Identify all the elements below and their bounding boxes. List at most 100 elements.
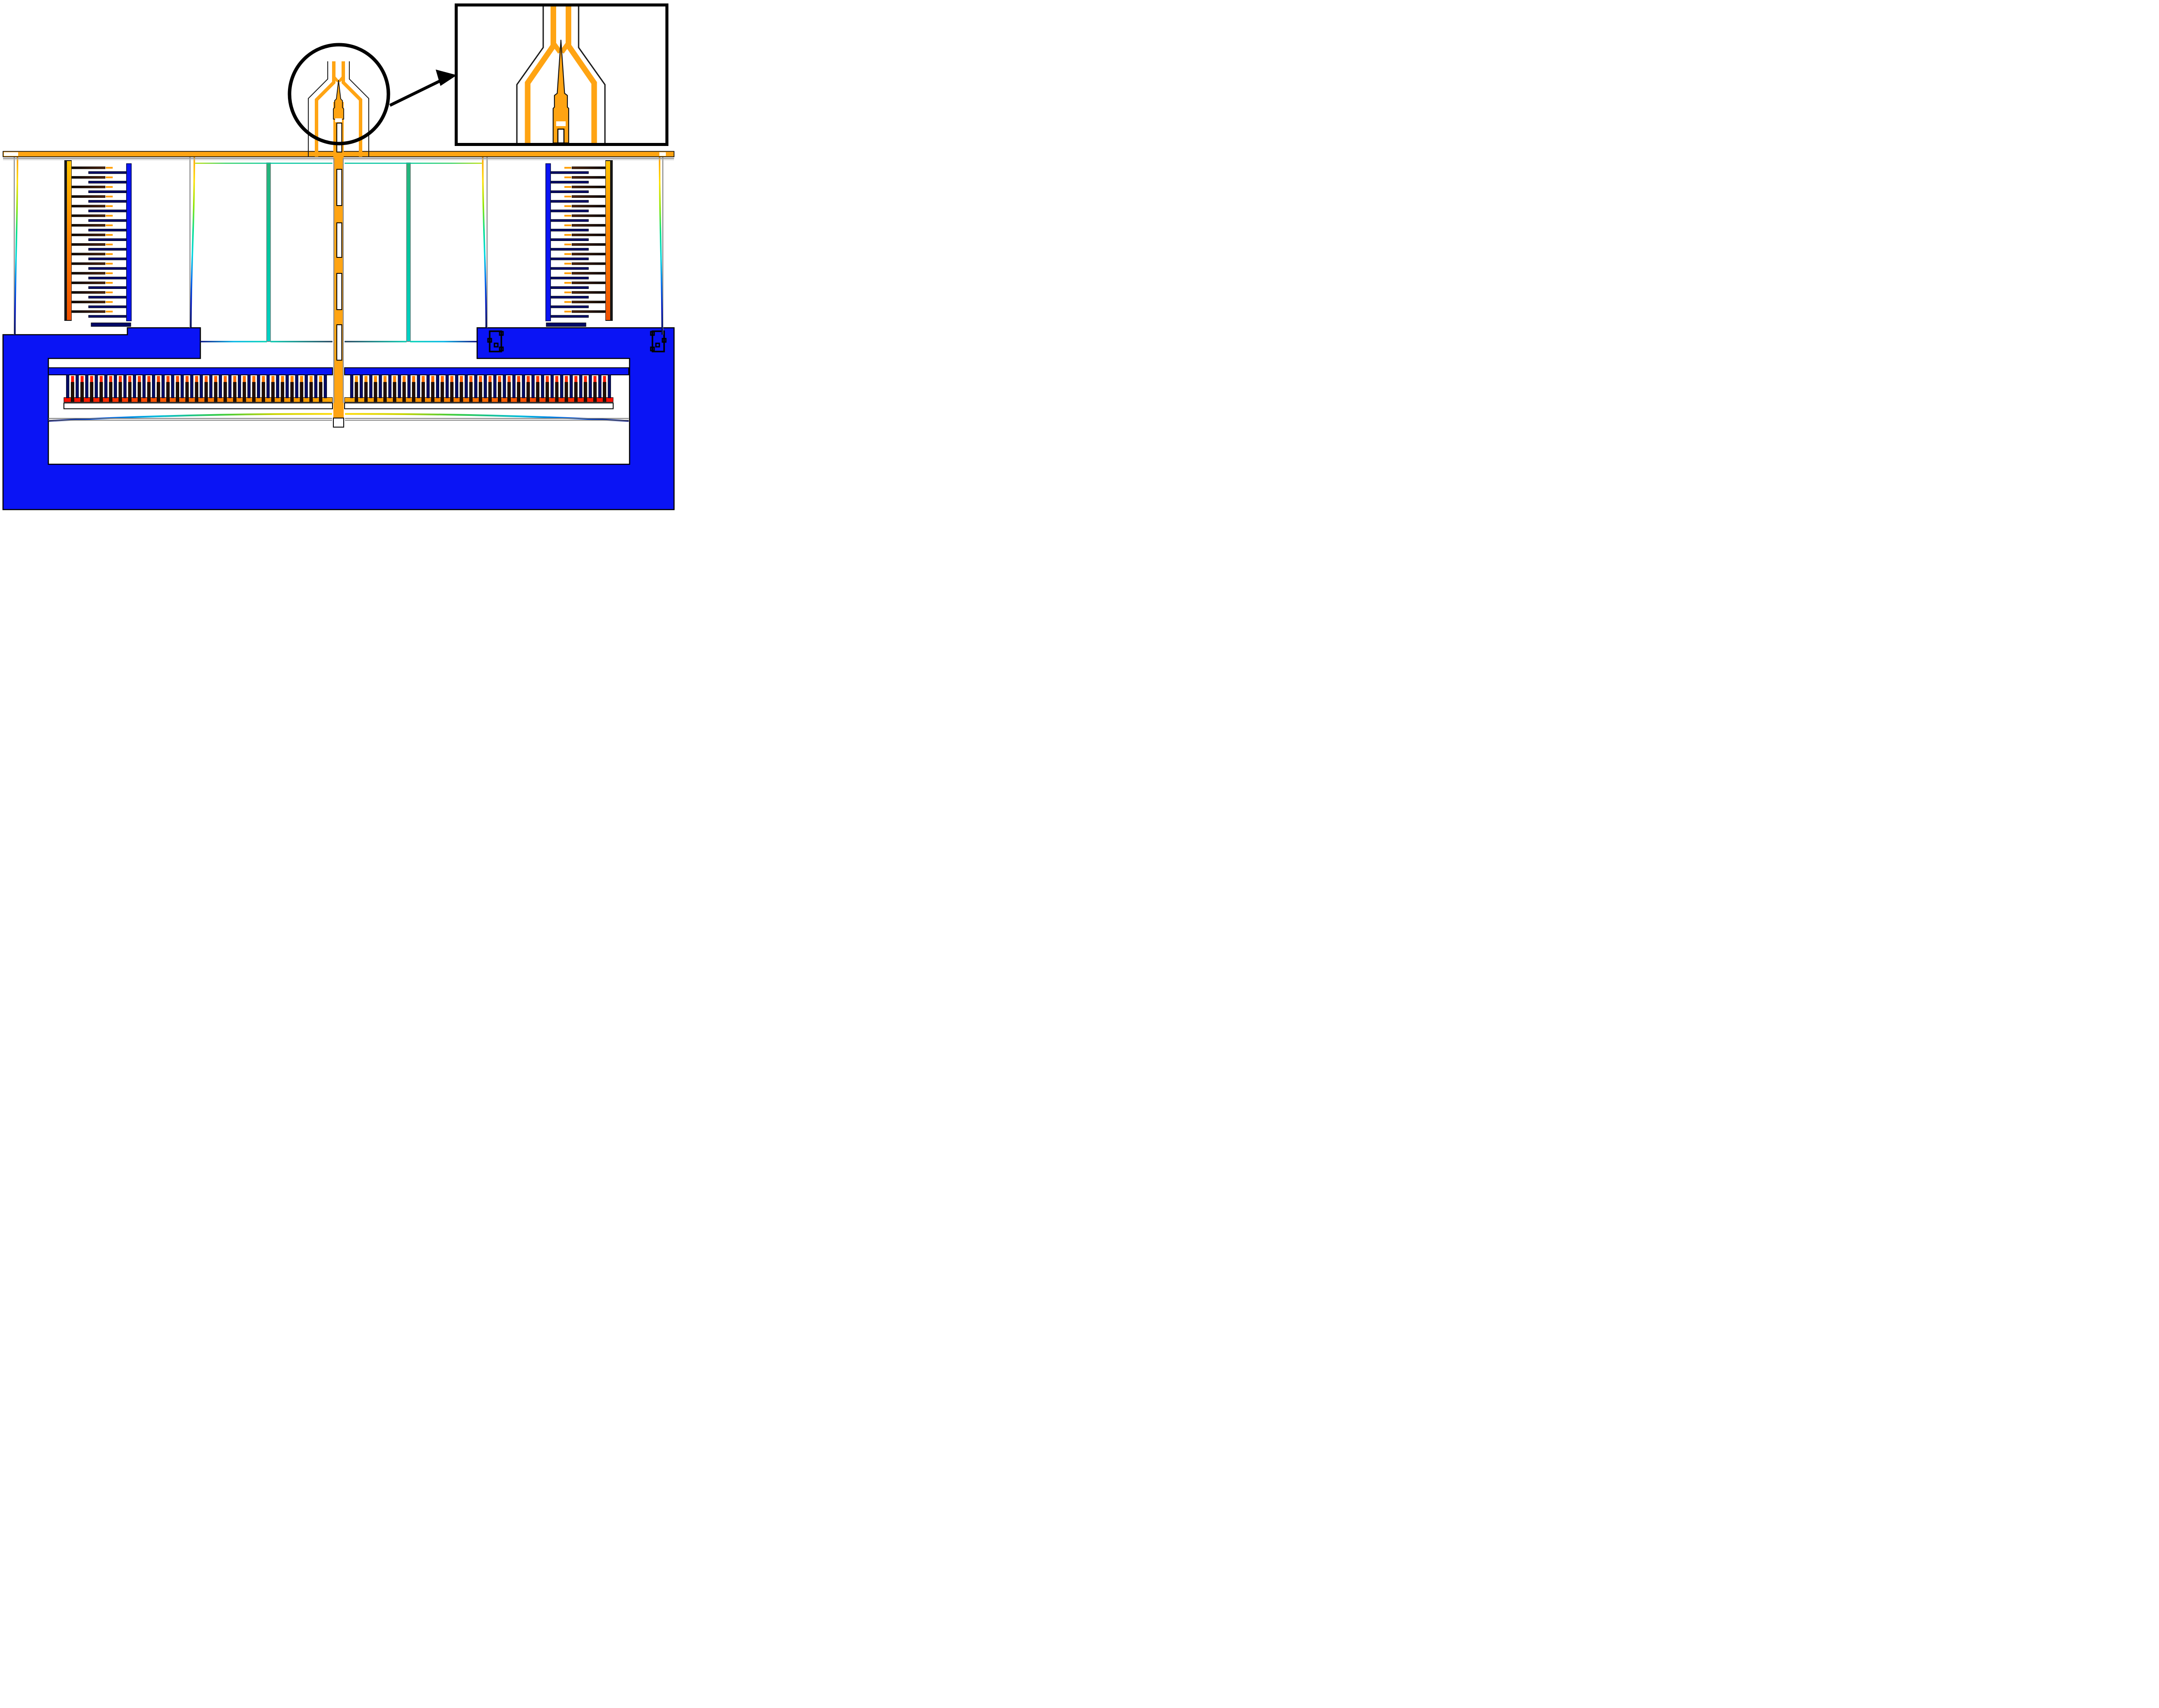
bottom-comb-hanging-finger: [285, 374, 289, 398]
comb-rotor-finger: [72, 234, 105, 236]
substrate-outline: [2, 327, 675, 510]
bottom-comb-finger-tip: [195, 376, 198, 382]
bottom-comb-upright-finger: [204, 382, 208, 402]
comb-rotor-finger: [72, 195, 105, 198]
bottom-comb-finger-tip: [185, 376, 189, 382]
frame-vertical-member: [266, 162, 271, 342]
comb-rotor-finger: [72, 282, 105, 284]
comb-stator-finger: [88, 267, 127, 270]
column-bottom-cap: [333, 418, 344, 428]
bottom-comb-finger-tip: [214, 376, 217, 382]
vertical-comb: [64, 160, 132, 327]
comb-finger-tip: [106, 282, 113, 284]
comb-stator-finger: [88, 276, 127, 279]
comb-rotor-finger: [72, 243, 105, 246]
comb-spine-orange: [67, 161, 71, 320]
device-drawing: [2, 3, 675, 510]
bottom-comb-upright-finger: [214, 382, 218, 402]
bottom-comb-hanging-finger: [295, 374, 298, 398]
inset-lining-left: [525, 6, 556, 143]
comb-finger-tip: [106, 292, 113, 294]
comb-stator-finger: [88, 257, 127, 260]
callout-arrowhead-icon: [436, 70, 457, 86]
comb-rotor-finger: [72, 214, 105, 217]
bottom-comb-hanging-finger: [276, 374, 279, 398]
comb-stator-finger: [88, 181, 127, 184]
comb-stator-finger: [88, 248, 127, 251]
vertical-comb-fingers: [72, 166, 127, 318]
comb-finger-tip: [106, 244, 113, 246]
bottom-comb-upright-finger: [242, 382, 246, 402]
inset-lining-right: [566, 6, 597, 143]
nozzle-lining-right: [342, 61, 362, 157]
comb-rotor-finger: [72, 310, 105, 313]
inset-nozzle-drawing: [516, 6, 606, 143]
bottom-comb-finger-tip: [252, 376, 256, 382]
nozzle-outer-wall-right: [349, 61, 369, 157]
bottom-comb-hanging-finger: [247, 374, 251, 398]
column-slot: [336, 324, 342, 361]
bottom-comb-finger-tip: [109, 376, 112, 382]
bottom-comb-hanging-finger: [85, 374, 89, 398]
bottom-comb-hanging-finger: [228, 374, 232, 398]
bottom-comb-upright-finger: [300, 382, 304, 402]
magnifier-circle: [288, 43, 390, 146]
comb-finger-tip: [106, 311, 113, 313]
bottom-comb-hanging-finger: [66, 374, 70, 398]
bottom-comb-finger-tip: [224, 376, 227, 382]
device-left-half: [13, 156, 333, 422]
comb-finger-tip: [106, 205, 113, 207]
bottom-comb-finger-tip: [119, 376, 122, 382]
membrane-reference-lines: [48, 418, 332, 421]
bottom-comb-upright-finger: [90, 382, 94, 402]
bottom-comb-upright-finger: [137, 382, 141, 402]
center-column: [333, 102, 344, 419]
bottom-comb-upright-finger: [252, 382, 256, 402]
bottom-comb-upright-finger: [262, 382, 265, 402]
nozzle-throat: [332, 75, 345, 82]
bottom-comb-upright-finger: [128, 382, 132, 402]
membrane-deformed-line: [48, 413, 332, 422]
comb-stator-finger: [88, 238, 127, 241]
comb-rotor-finger: [72, 253, 105, 256]
manifold-right-cap: [659, 152, 666, 156]
column-slot: [336, 123, 342, 152]
manifold-left-cap: [4, 152, 18, 156]
column-slot: [336, 222, 342, 258]
comb-rotor-finger: [72, 185, 105, 188]
inset-throat: [551, 41, 571, 54]
bottom-comb-hanging-finger: [237, 374, 241, 398]
bottom-comb-hanging-finger: [152, 374, 155, 398]
bottom-comb-hanging-finger: [323, 374, 327, 398]
comb-spine-blue: [126, 163, 132, 321]
column-gray-edge-right: [342, 158, 344, 403]
suspension-spring-left-inner: [189, 156, 195, 328]
bottom-comb-upright-finger: [185, 382, 189, 402]
bottom-comb-finger-tip: [233, 376, 237, 382]
bottom-comb-upright-finger: [156, 382, 160, 402]
bottom-comb-finger-tip: [157, 376, 160, 382]
substrate: [2, 327, 675, 510]
comb-finger-tip: [106, 301, 113, 303]
column-body: [333, 102, 344, 419]
bottom-comb-finger-tip: [281, 376, 284, 382]
bottom-comb-hanging-finger: [95, 374, 98, 398]
comb-rotor-finger: [72, 272, 105, 275]
bottom-comb-hanging-finger: [190, 374, 193, 398]
comb-rotor-finger: [72, 262, 105, 265]
comb-stator-finger: [88, 228, 127, 231]
bottom-comb-section: [63, 374, 333, 409]
bottom-comb-upright-finger: [80, 382, 84, 402]
inset-panel: [455, 3, 668, 146]
bottom-comb-finger-tip: [147, 376, 151, 382]
bottom-comb-finger-tip: [204, 376, 208, 382]
comb-stator-finger: [88, 200, 127, 203]
comb-finger-tip: [106, 263, 113, 265]
bottom-comb-hanging-finger: [76, 374, 79, 398]
bottom-comb-finger-tip: [99, 376, 103, 382]
bottom-comb-hanging-finger: [114, 374, 117, 398]
comb-stator-finger: [88, 286, 127, 289]
callout-arrow: [389, 70, 457, 107]
comb-rotor-finger: [72, 291, 105, 294]
bottom-comb-upright-finger: [319, 382, 323, 402]
